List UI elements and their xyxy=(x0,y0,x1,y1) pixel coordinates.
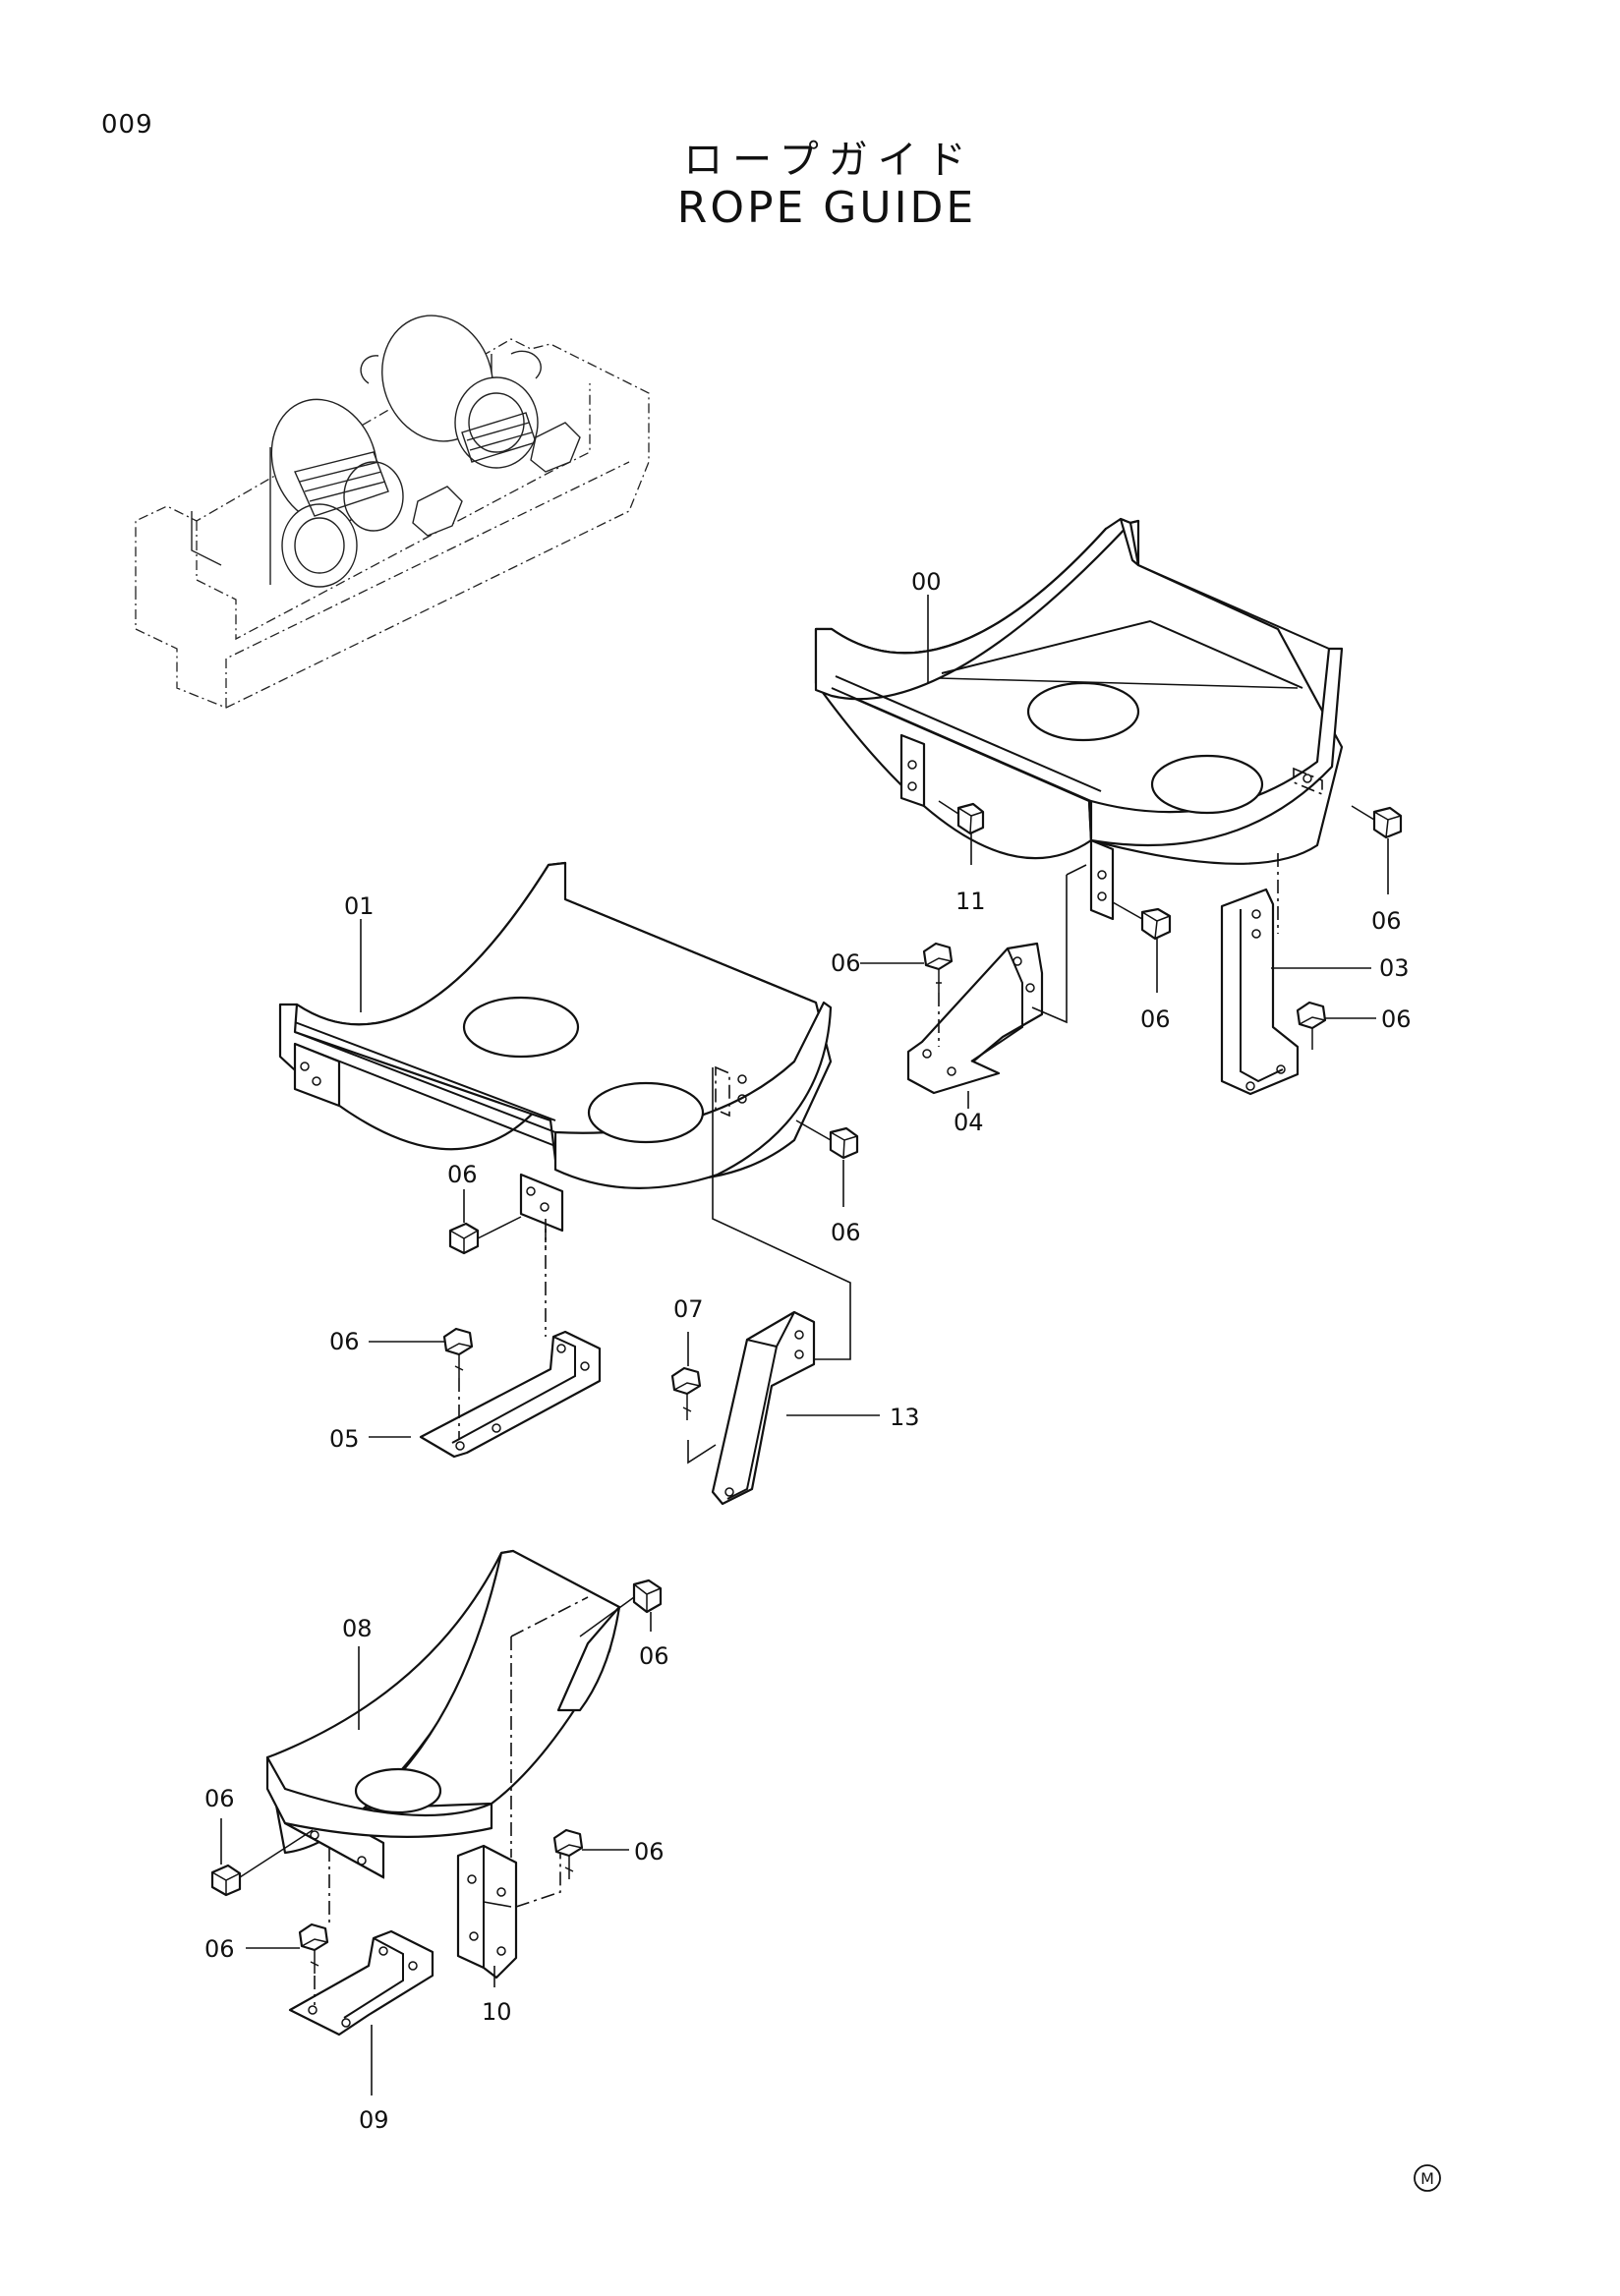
callout-05: 05 xyxy=(329,1425,360,1453)
bolt-07 xyxy=(670,1332,702,1420)
callout-06-j: 06 xyxy=(204,1935,235,1963)
callout-03: 03 xyxy=(1379,954,1410,982)
bolt-06-bracket-04 xyxy=(860,942,954,1047)
assembly-center-lines xyxy=(545,864,1087,1360)
callout-11: 11 xyxy=(955,888,986,915)
machine-overview-sketch xyxy=(135,315,650,709)
part-09-bracket xyxy=(288,1929,434,2037)
part-00-rope-guide xyxy=(814,517,1344,921)
bolt-06-part01-right xyxy=(795,1119,859,1207)
part-10-bracket xyxy=(456,1844,561,1980)
part-04-bracket xyxy=(906,875,1068,1095)
callout-06-f: 06 xyxy=(447,1161,478,1188)
callout-08: 08 xyxy=(342,1615,373,1642)
bolt-06-part08-left xyxy=(210,1818,314,1897)
part-08-rope-guide xyxy=(265,1549,621,1879)
callout-06-i: 06 xyxy=(204,1785,235,1812)
title-english: ROPE GUIDE xyxy=(676,183,977,233)
callout-06-h: 06 xyxy=(639,1642,669,1670)
page-number: 009 xyxy=(101,110,153,140)
part-13-bracket xyxy=(687,1310,816,1506)
callout-04: 04 xyxy=(954,1109,984,1136)
manufacturer-mark: M xyxy=(1414,2164,1441,2192)
part-05-bracket xyxy=(419,1330,602,1459)
title-japanese: ロープガイド xyxy=(683,138,976,183)
callout-06-k: 06 xyxy=(634,1838,665,1866)
bolt-06-top-right xyxy=(1351,805,1403,894)
callout-10: 10 xyxy=(482,1998,512,2026)
bolt-06-mid-right xyxy=(1112,901,1172,993)
callout-07: 07 xyxy=(673,1295,704,1323)
callout-06-c: 06 xyxy=(831,949,861,977)
part-01-rope-guide xyxy=(278,861,833,1233)
callout-06-b: 06 xyxy=(1140,1005,1171,1033)
bolt-06-part08-right xyxy=(579,1578,663,1637)
leader-lines xyxy=(358,595,1371,2095)
callout-06-e: 06 xyxy=(831,1219,861,1246)
bolt-06-bracket-05 xyxy=(369,1229,547,1440)
callout-06-g: 06 xyxy=(329,1328,360,1355)
callout-00: 00 xyxy=(911,568,942,596)
bolt-06-bracket-09 xyxy=(246,1848,330,2005)
bolt-06-bracket-10 xyxy=(552,1828,629,1879)
bolt-11 xyxy=(938,800,985,865)
bolt-06-part01-left xyxy=(448,1189,522,1255)
mark-letter: M xyxy=(1420,2169,1434,2188)
callout-06-a: 06 xyxy=(1371,907,1402,935)
callout-01: 01 xyxy=(344,892,375,920)
callout-13: 13 xyxy=(890,1404,920,1431)
callout-06-d: 06 xyxy=(1381,1005,1412,1033)
bolt-06-bracket-03 xyxy=(1296,1001,1376,1050)
callout-09: 09 xyxy=(359,2106,389,2134)
part-03-bracket xyxy=(1220,853,1300,1096)
